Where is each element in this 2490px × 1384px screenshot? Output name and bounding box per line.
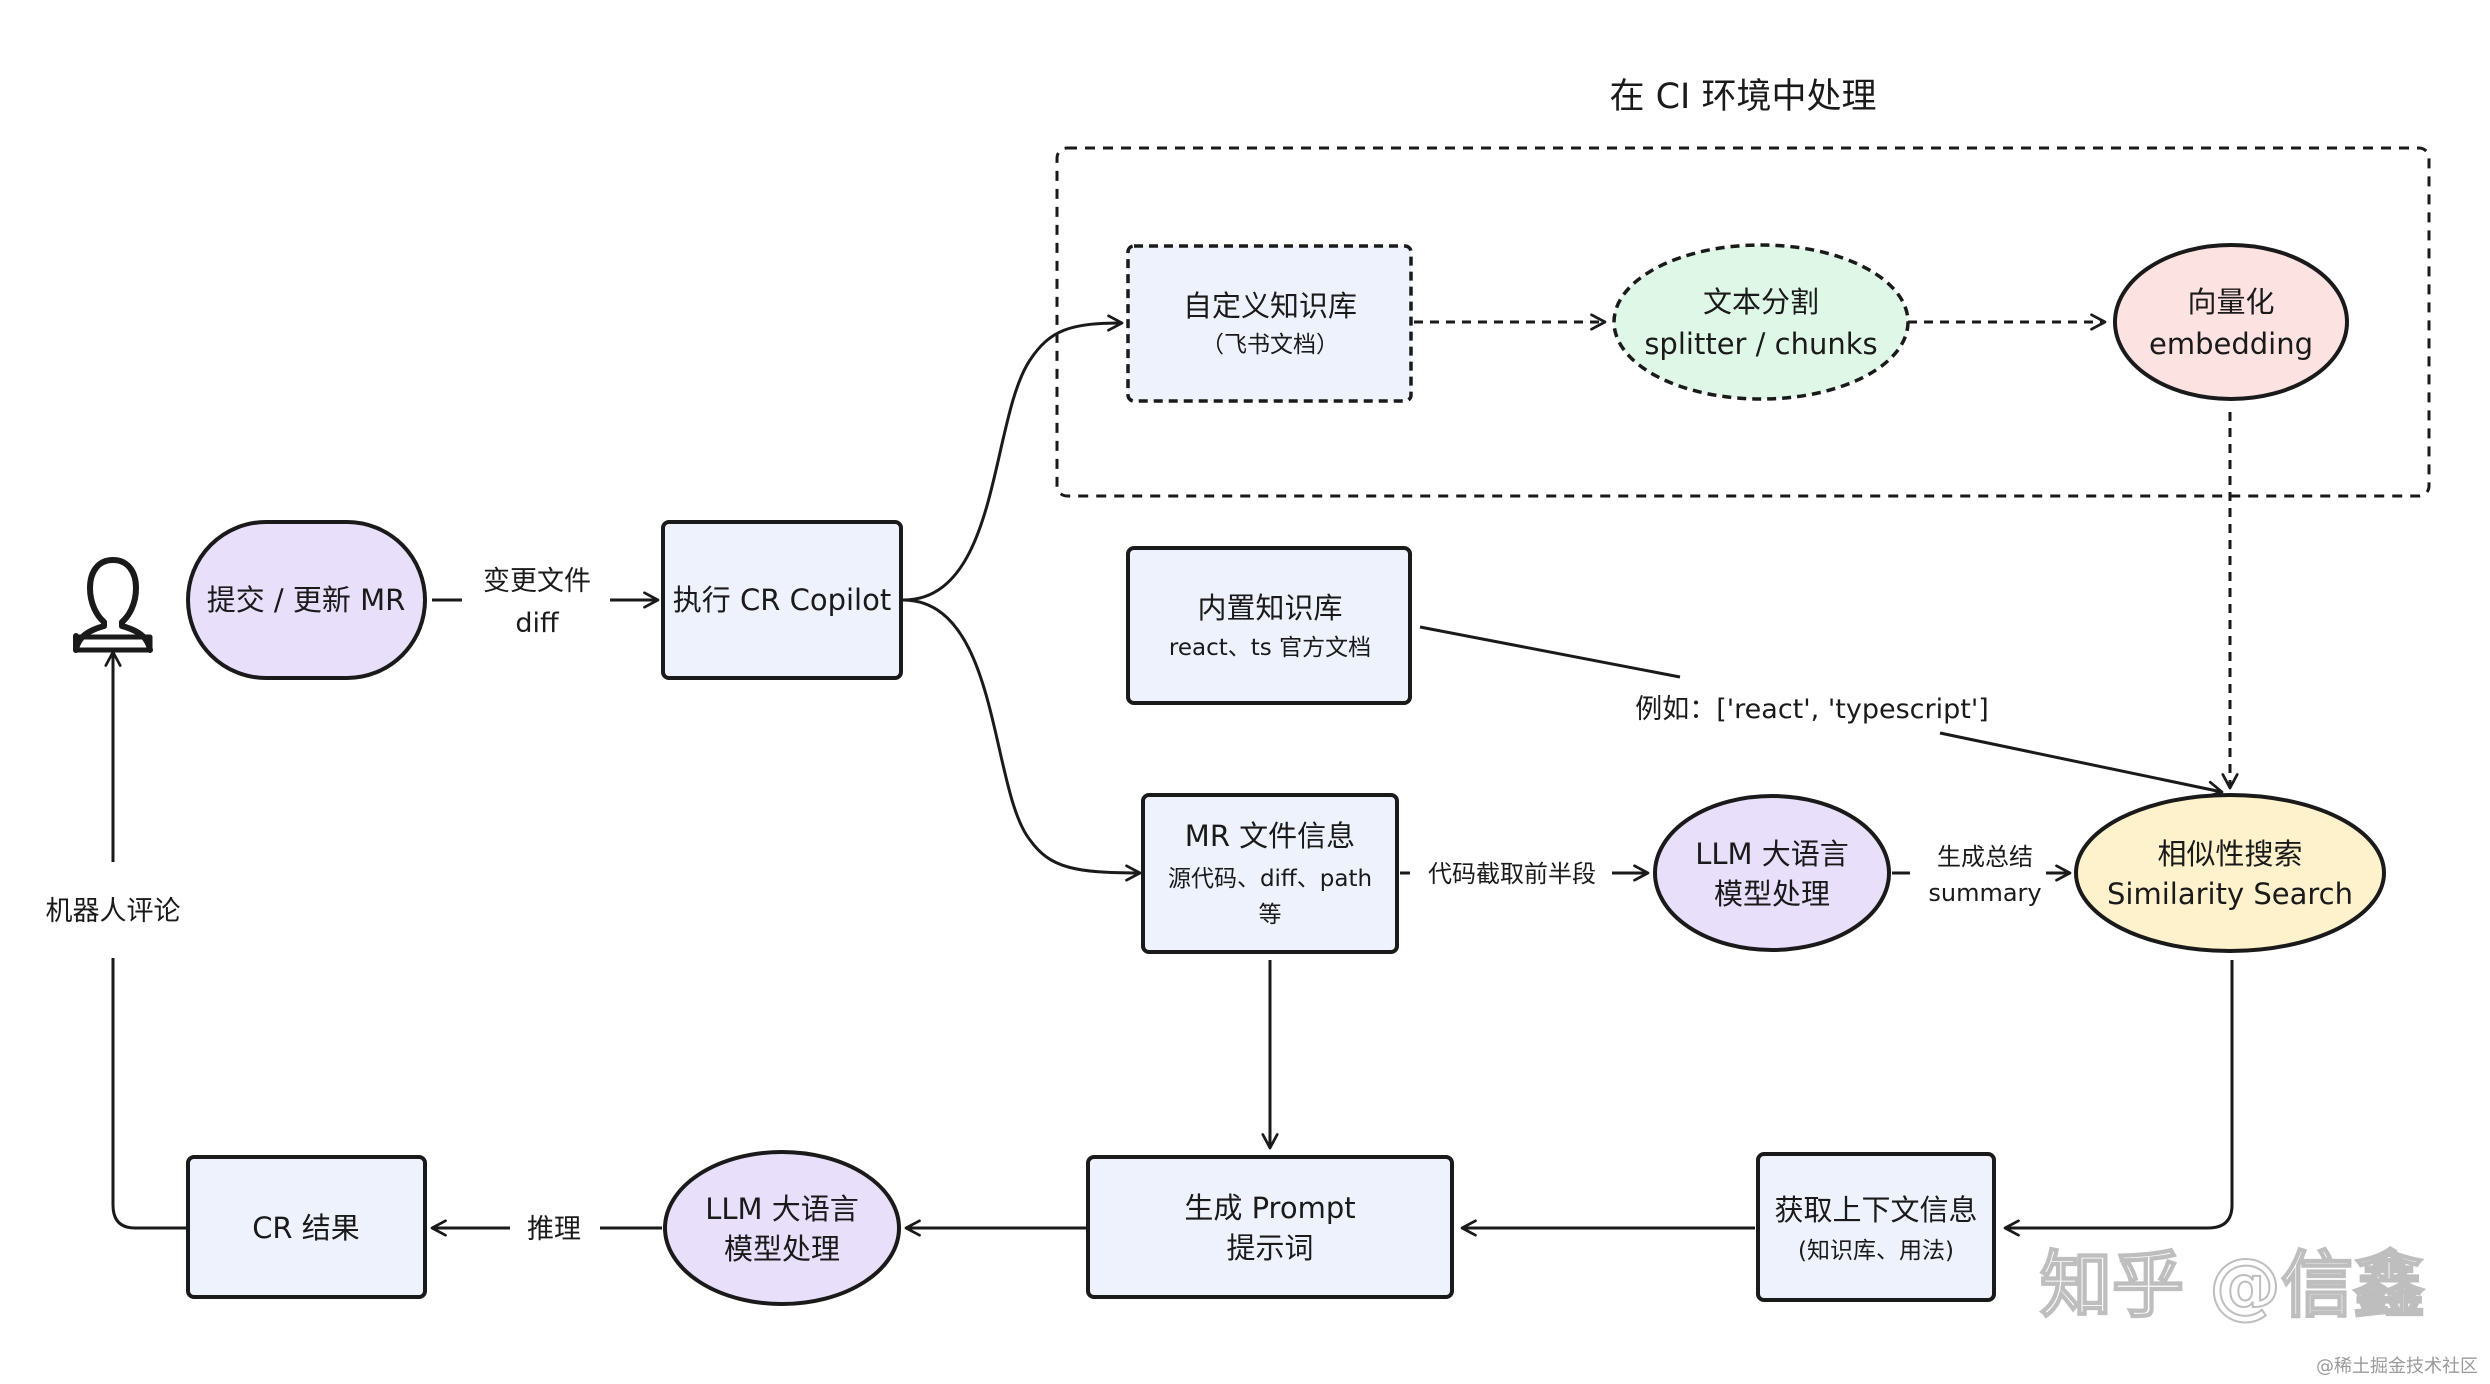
- mr-info-title: MR 文件信息: [1185, 819, 1355, 853]
- edge-label-changed-files-2: diff: [515, 608, 560, 639]
- edge-label-example: 例如：['react', 'typescript']: [1635, 694, 1989, 725]
- llm-reasoning-subtitle: 模型处理: [724, 1232, 840, 1266]
- vectorize-subtitle: embedding: [2149, 327, 2313, 361]
- llm-summary-subtitle: 模型处理: [1714, 877, 1830, 911]
- vectorize-node: [2113, 243, 2349, 401]
- builtin-kb-title: 内置知识库: [1197, 591, 1342, 625]
- juejin-watermark: @稀土掘金技术社区: [2316, 1356, 2478, 1377]
- get-context-subtitle: (知识库、用法): [1798, 1238, 1954, 1264]
- mr-info-line2: 源代码、diff、path: [1168, 866, 1372, 892]
- edge-builtin-kb-to-similarity: [1419, 625, 1681, 679]
- ci-environment-container: [1055, 146, 2431, 498]
- custom-kb-title: 自定义知识库: [1183, 289, 1357, 323]
- mr-info-node: [1141, 793, 1399, 954]
- run-copilot-label: 执行 CR Copilot: [673, 583, 891, 617]
- edge-copilot-to-mr-info: [902, 598, 1142, 882]
- custom-kb-node: [1126, 244, 1413, 403]
- similarity-node: [2074, 793, 2386, 953]
- gen-prompt-node: [1086, 1155, 1454, 1299]
- llm-reasoning-title: LLM 大语言: [705, 1192, 859, 1226]
- cr-result-node: [186, 1155, 427, 1299]
- llm-reasoning-node: [663, 1150, 901, 1306]
- similarity-subtitle: Similarity Search: [2107, 877, 2353, 911]
- get-context-node: [1756, 1152, 1996, 1302]
- edge-label-bot-comment: 机器人评论: [46, 896, 181, 927]
- text-split-node: [1612, 243, 1910, 401]
- vectorize-title: 向量化: [2187, 285, 2274, 319]
- edge-builtin-kb-to-similarity-arrow: [1939, 731, 2224, 798]
- zhihu-watermark: 知乎 @信鑫: [2040, 1243, 2425, 1327]
- mr-info-line3: 等: [1259, 902, 1282, 928]
- run-copilot-node: [661, 520, 903, 680]
- edge-label-gen-summary-1: 生成总结: [1937, 843, 2033, 871]
- builtin-kb-node: [1126, 546, 1412, 705]
- edge-result-to-user: [111, 958, 188, 1230]
- edge-copilot-to-custom-kb: [902, 314, 1124, 602]
- edge-label-reasoning: 推理: [527, 1214, 581, 1245]
- edge-label-code-truncate: 代码截取前半段: [1428, 860, 1596, 888]
- similarity-title: 相似性搜索: [2157, 837, 2302, 871]
- edge-label-gen-summary-2: summary: [1928, 879, 2041, 907]
- text-split-title: 文本分割: [1703, 285, 1819, 319]
- text-split-subtitle: splitter / chunks: [1644, 327, 1877, 361]
- gen-prompt-subtitle: 提示词: [1226, 1231, 1313, 1265]
- builtin-kb-subtitle: react、ts 官方文档: [1169, 635, 1371, 661]
- edge-similarity-to-context: [2003, 960, 2234, 1237]
- gen-prompt-title: 生成 Prompt: [1184, 1191, 1355, 1225]
- get-context-title: 获取上下文信息: [1774, 1193, 1977, 1227]
- submit-mr-node: [186, 520, 427, 680]
- custom-kb-subtitle: （飞书文档）: [1201, 332, 1339, 358]
- ci-environment-title: 在 CI 环境中处理: [1609, 77, 1876, 117]
- edge-label-changed-files-1: 变更文件: [483, 566, 591, 597]
- cr-result-label: CR 结果: [252, 1211, 360, 1245]
- submit-mr-label: 提交 / 更新 MR: [207, 583, 406, 617]
- llm-summary-node: [1653, 794, 1891, 952]
- llm-summary-title: LLM 大语言: [1695, 837, 1849, 871]
- user-icon: [73, 557, 153, 653]
